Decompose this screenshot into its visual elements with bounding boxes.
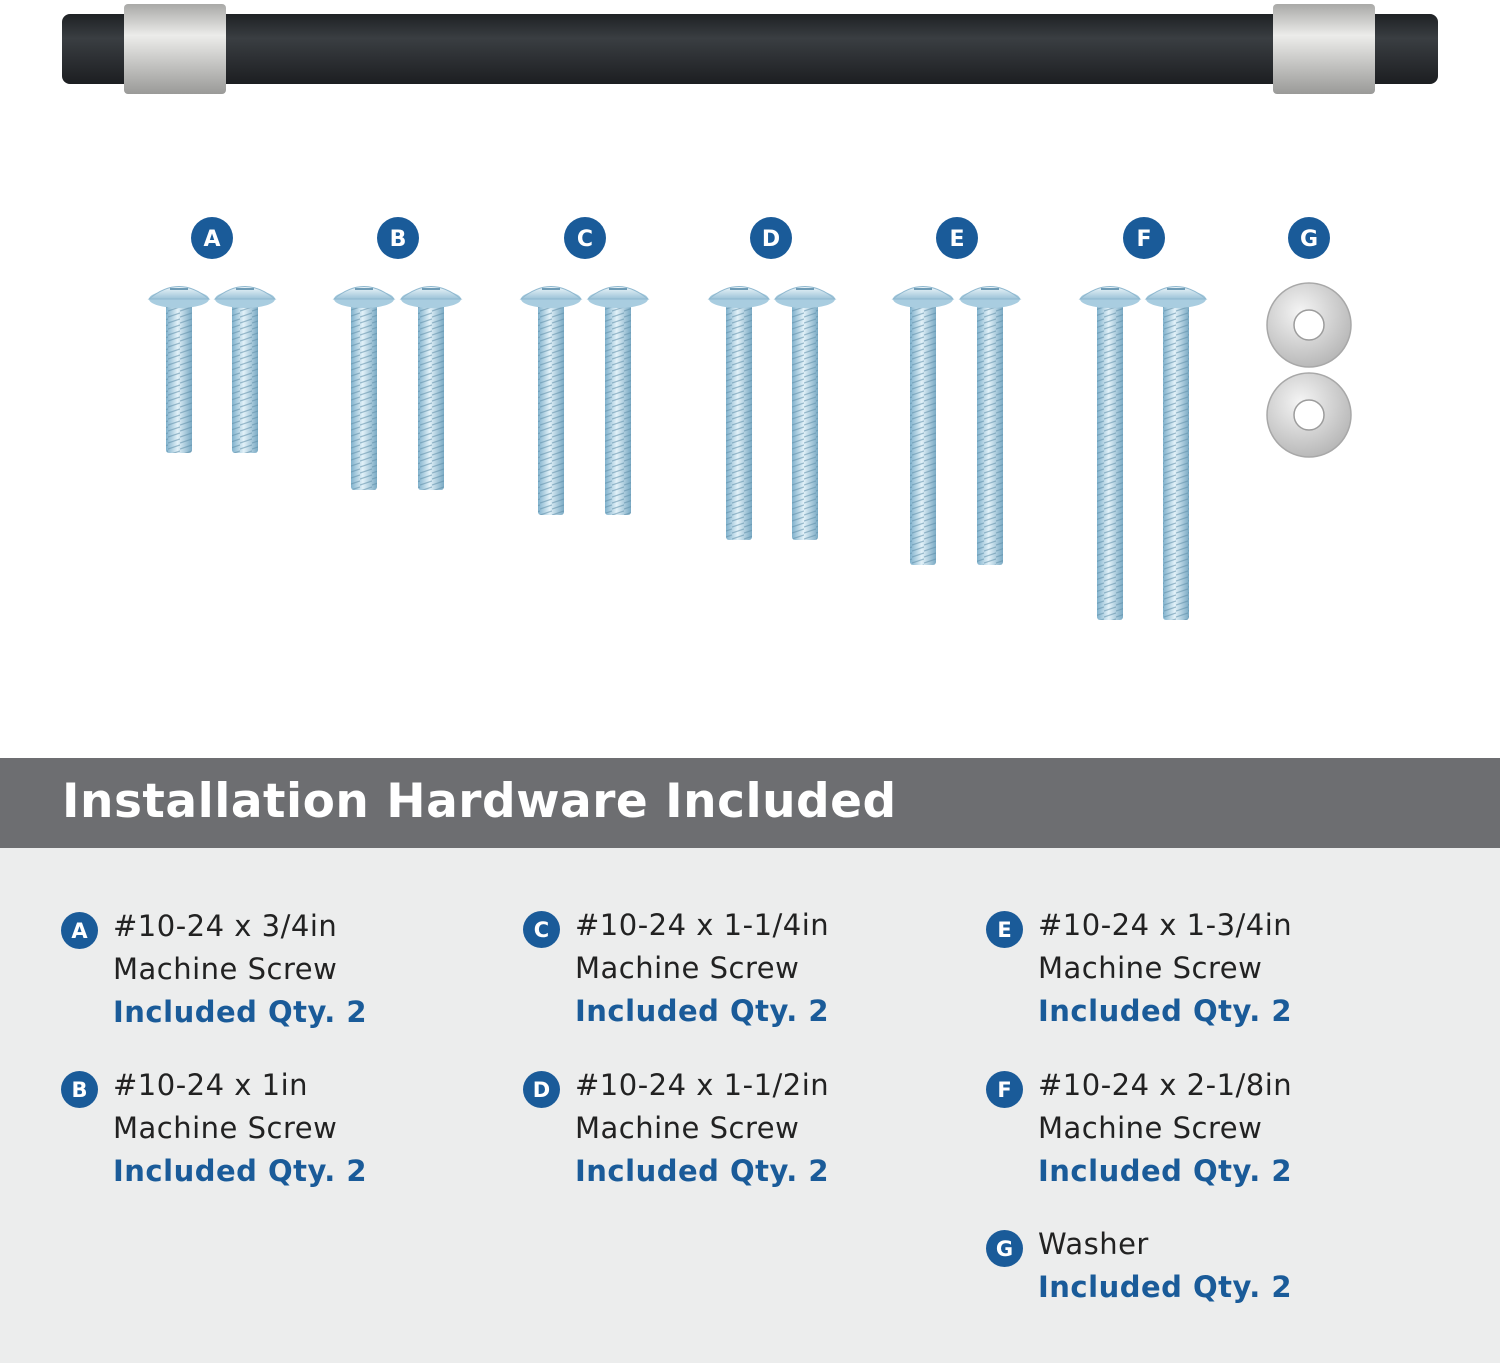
- banner: Installation Hardware Included: [0, 758, 1500, 848]
- item-badge: B: [61, 1071, 98, 1108]
- item-badge: A: [61, 912, 98, 949]
- part-label-b: B: [377, 217, 419, 259]
- hardware-list: A #10-24 x 3/4in Machine Screw Included …: [0, 848, 1500, 1363]
- svg-text:E: E: [949, 227, 964, 252]
- item-size: #10-24 x 3/4in: [113, 909, 338, 943]
- item-size: #10-24 x 1-3/4in: [1038, 908, 1293, 942]
- screw-a-2: [213, 286, 277, 453]
- item-qty: Included Qty. 2: [1038, 994, 1293, 1028]
- item-qty: Included Qty. 2: [113, 995, 368, 1029]
- item-size: #10-24 x 1-1/2in: [575, 1068, 830, 1102]
- item-qty: Included Qty. 2: [575, 1154, 830, 1188]
- item-type: Machine Screw: [575, 951, 800, 985]
- screw-c-1: [519, 286, 583, 515]
- item-size: Washer: [1038, 1227, 1149, 1261]
- part-label-g: G: [1288, 217, 1330, 259]
- item-badge: E: [986, 911, 1023, 948]
- pull-bar: [62, 14, 1438, 84]
- screw-a-1: [147, 286, 211, 453]
- screw-e-1: [891, 286, 955, 565]
- item-size: #10-24 x 1-1/4in: [575, 908, 830, 942]
- item-badge: F: [986, 1071, 1023, 1108]
- item-qty: Included Qty. 2: [575, 994, 830, 1028]
- svg-text:A: A: [203, 227, 220, 252]
- item-badge: G: [986, 1230, 1023, 1267]
- item-qty: Included Qty. 2: [1038, 1270, 1293, 1304]
- item-size: #10-24 x 1in: [113, 1068, 309, 1102]
- svg-text:G: G: [1300, 227, 1318, 252]
- washer-1: [1266, 282, 1352, 368]
- hardware-illustration: A B C D E F G: [62, 4, 1438, 620]
- item-type: Machine Screw: [113, 952, 338, 986]
- screw-b-2: [399, 286, 463, 490]
- screw-b-1: [332, 286, 396, 490]
- item-type: Machine Screw: [575, 1111, 800, 1145]
- item-type: Machine Screw: [113, 1111, 338, 1145]
- banner-title: Installation Hardware Included: [62, 774, 897, 829]
- part-label-a: A: [191, 217, 233, 259]
- part-label-e: E: [936, 217, 978, 259]
- part-label-d: D: [750, 217, 792, 259]
- screw-f-1: [1078, 286, 1142, 620]
- pull-sleeve-left: [124, 4, 226, 94]
- item-badge: C: [523, 911, 560, 948]
- item-type: Machine Screw: [1038, 951, 1263, 985]
- part-label-c: C: [564, 217, 606, 259]
- screw-c-2: [586, 286, 650, 515]
- washer-2: [1266, 372, 1352, 458]
- screw-d-2: [773, 286, 837, 540]
- svg-text:B: B: [390, 227, 407, 252]
- svg-text:D: D: [762, 227, 780, 252]
- screw-e-2: [958, 286, 1022, 565]
- item-type: Machine Screw: [1038, 1111, 1263, 1145]
- cabinet-pull: [62, 4, 1438, 94]
- pull-sleeve-right: [1273, 4, 1375, 94]
- item-size: #10-24 x 2-1/8in: [1038, 1068, 1293, 1102]
- item-badge: D: [523, 1071, 560, 1108]
- screw-f-2: [1144, 286, 1208, 620]
- svg-text:F: F: [1136, 227, 1151, 252]
- item-qty: Included Qty. 2: [113, 1154, 368, 1188]
- svg-text:C: C: [577, 227, 593, 252]
- item-qty: Included Qty. 2: [1038, 1154, 1293, 1188]
- part-label-f: F: [1123, 217, 1165, 259]
- screw-d-1: [707, 286, 771, 540]
